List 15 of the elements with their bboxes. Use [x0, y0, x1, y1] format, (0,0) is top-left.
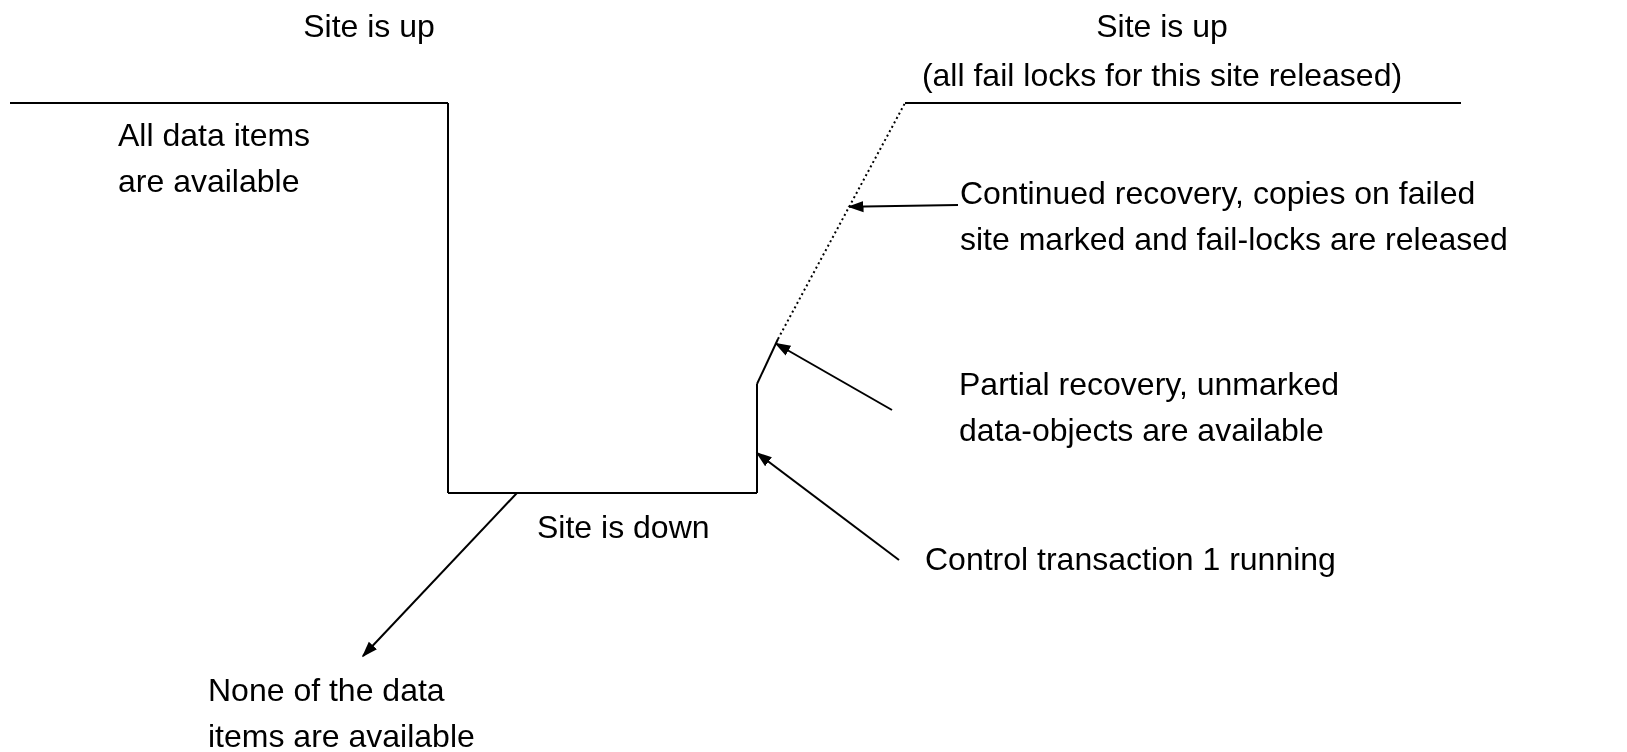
curve-segment: [777, 102, 906, 340]
status-label: Site is down: [537, 508, 710, 547]
status-label: Site is up: [1096, 7, 1228, 46]
annotation-text: Control transaction 1 running: [925, 536, 1405, 582]
status-label: Site is up: [303, 7, 435, 46]
annotation-text: Continued recovery, copies on failed site marked and fail-locks are released: [960, 170, 1520, 262]
status-label: All data items are available: [118, 116, 312, 201]
arrow: [755, 452, 900, 561]
arrow: [847, 201, 959, 213]
curve-segment: [756, 338, 779, 385]
annotation-text: None of the data items are available: [208, 667, 528, 752]
status-label: (all fail locks for this site released): [921, 56, 1403, 95]
arrow: [361, 492, 518, 658]
annotation-text: Partial recovery, unmarked data-objects are available: [959, 361, 1419, 453]
arrow: [774, 342, 893, 411]
